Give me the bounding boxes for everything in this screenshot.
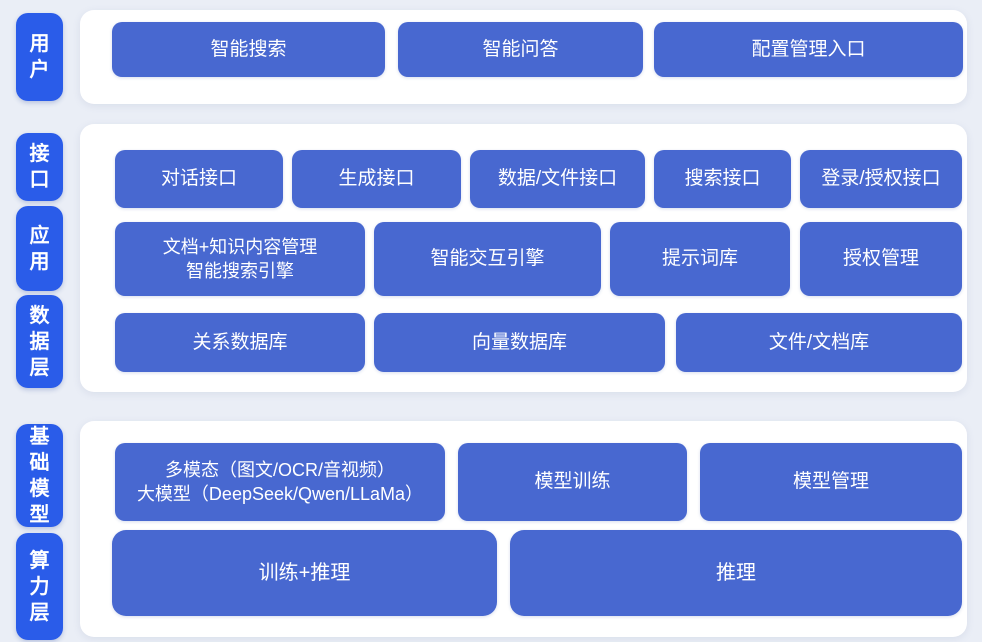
node-inference: 推理 xyxy=(510,530,962,616)
node-vector-database: 向量数据库 xyxy=(374,313,665,372)
node-multimodal-llm: 多模态（图文/OCR/音视频） 大模型（DeepSeek/Qwen/LLaMa） xyxy=(115,443,445,521)
node-login-auth-api: 登录/授权接口 xyxy=(800,150,962,208)
node-search-api: 搜索接口 xyxy=(654,150,791,208)
node-prompt-library: 提示词库 xyxy=(610,222,790,296)
panel-bottom-layers: 多模态（图文/OCR/音视频） 大模型（DeepSeek/Qwen/LLaMa）… xyxy=(80,421,967,637)
layer-pill-user-label: 用户 xyxy=(29,33,50,81)
node-dialog-api: 对话接口 xyxy=(115,150,283,208)
node-relational-database: 关系数据库 xyxy=(115,313,365,372)
node-model-training: 模型训练 xyxy=(458,443,687,521)
layer-pill-foundation-model: 基础模型 xyxy=(16,424,63,527)
node-doc-knowledge-search-engine: 文档+知识内容管理 智能搜索引擎 xyxy=(115,222,365,296)
layer-pill-application-label: 应用 xyxy=(29,224,50,273)
node-config-management-entry: 配置管理入口 xyxy=(654,22,963,77)
layer-pill-compute-layer-label: 算力层 xyxy=(29,549,50,624)
layer-pill-user: 用户 xyxy=(16,13,63,101)
layer-pill-interface-label: 接口 xyxy=(29,143,50,191)
layer-pill-data-layer: 数据层 xyxy=(16,295,63,388)
node-smart-qa: 智能问答 xyxy=(398,22,643,77)
layer-pill-foundation-model-label: 基础模型 xyxy=(29,425,50,526)
node-generation-api: 生成接口 xyxy=(292,150,461,208)
panel-middle-layers: 对话接口 生成接口 数据/文件接口 搜索接口 登录/授权接口 文档+知识内容管理… xyxy=(80,124,967,392)
node-smart-search: 智能搜索 xyxy=(112,22,385,77)
node-data-file-api: 数据/文件接口 xyxy=(470,150,645,208)
panel-user-layer: 智能搜索 智能问答 配置管理入口 xyxy=(80,10,967,104)
layer-pill-interface: 接口 xyxy=(16,133,63,201)
node-smart-interaction-engine: 智能交互引擎 xyxy=(374,222,601,296)
node-training-plus-inference: 训练+推理 xyxy=(112,530,497,616)
layer-pill-application: 应用 xyxy=(16,206,63,291)
node-auth-management: 授权管理 xyxy=(800,222,962,296)
layer-pill-compute-layer: 算力层 xyxy=(16,533,63,640)
node-file-document-store: 文件/文档库 xyxy=(676,313,962,372)
node-model-management: 模型管理 xyxy=(700,443,962,521)
layer-pill-data-layer-label: 数据层 xyxy=(29,304,50,379)
